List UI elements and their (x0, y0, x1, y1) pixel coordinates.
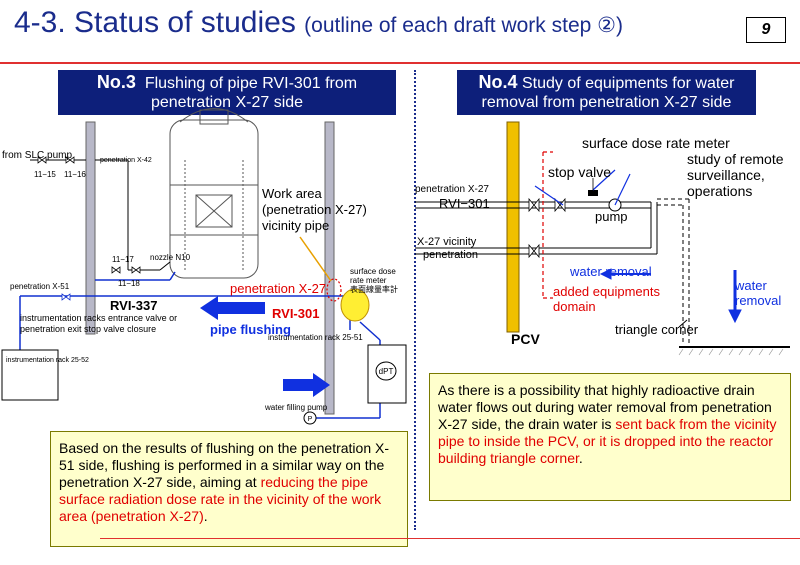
pcv-wall (506, 121, 520, 333)
pcv-wall-left (85, 121, 96, 335)
right-note-text: As there is a possibility that highly ra… (438, 382, 772, 432)
stop-valve-label: stop valve (548, 164, 611, 180)
right-note-end: . (578, 450, 583, 466)
fill-arrow-icon (283, 373, 330, 397)
page-title: 4-3. Status of studies (outline of each … (14, 6, 623, 40)
valve-11-16 (65, 156, 75, 164)
water-removal-label: water removal (569, 264, 652, 279)
added-equipments-line1: added equipments (553, 284, 660, 299)
right-note-box: As there is a possibility that highly ra… (429, 373, 791, 501)
added-equipment-domain (542, 151, 553, 299)
valve-11-15-label: 11−15 (34, 170, 56, 179)
valve-11-18-label: 11−18 (118, 279, 140, 288)
surface-dose-line1: surface dose (350, 267, 396, 276)
dpt-label: dPT (379, 367, 394, 376)
triangle-corner-label: triangle corner (615, 322, 699, 337)
left-heading-line2: penetration X-27 side (150, 94, 304, 111)
penetration-x27-label: penetration X-27 (415, 184, 489, 195)
stop-valve (554, 197, 566, 213)
valve-11-16-label: 11−16 (64, 170, 86, 179)
work-area-line1: Work area (262, 186, 322, 201)
from-slc-pump-label: from SLC pump (2, 150, 72, 161)
right-heading-line2: removal from penetration X-27 side (481, 94, 732, 111)
surface-dose-line2: rate meter (350, 276, 387, 285)
vicinity-line1: X-27 vicinity (417, 236, 477, 248)
penetration-x27-label: penetration X-27 (230, 281, 326, 296)
pcv-wall-right (324, 121, 335, 415)
surface-dose-meter (340, 288, 370, 322)
water-filling-pump (303, 411, 317, 425)
bottom-rule (100, 538, 800, 539)
pump-p-label: P (308, 416, 313, 423)
valve-11-18 (131, 266, 141, 274)
valve-a (528, 197, 540, 213)
work-area-line3: vicinity pipe (262, 218, 329, 233)
pump-label: pump (595, 209, 628, 224)
dose-meter-icon (588, 190, 598, 196)
left-note-text: Based on the results of flushing on the … (59, 440, 389, 490)
rvi-301-label: RVI-301 (272, 306, 319, 321)
reactor-vessel (169, 108, 259, 279)
valve-11-15 (37, 156, 47, 164)
instrumentation-rack-25-52 (1, 349, 59, 401)
valve-b (528, 243, 540, 259)
nozzle-n10-label: nozzle N10 (150, 253, 191, 262)
valve-11-17 (111, 266, 121, 274)
remote-line1: study of remote (687, 151, 784, 167)
dpt-gauge (375, 361, 397, 381)
right-note-highlight: sent back from the vicinity pipe to insi… (438, 416, 777, 466)
water-filling-pump-label: water filling pump (264, 403, 328, 412)
rvi-337-label: RVI-337 (110, 298, 157, 313)
vicinity-line2: penetration (423, 249, 478, 261)
left-panel-heading: No.3 Flushing of pipe RVI-301 from penet… (58, 70, 396, 115)
water-removal-vertical-2: removal (735, 293, 781, 308)
instrumentation-note: instrumentation racks entrance valve or … (20, 313, 178, 334)
entrance-valve (61, 293, 71, 301)
left-note-highlight: reducing the pipe surface radiation dose… (59, 474, 382, 524)
work-area-line2: (penetration X-27) (262, 202, 367, 217)
rvi-301-label: RVI−301 (439, 196, 490, 211)
right-panel-number: No.4 (478, 72, 518, 92)
title-sub: (outline of each draft work step ②) (304, 14, 623, 37)
pcv-label: PCV (511, 331, 540, 347)
panel-divider (414, 70, 416, 530)
remote-line3: operations (687, 183, 752, 199)
surface-dose-jp: 表面線量率計 (350, 284, 398, 294)
title-rule (0, 62, 800, 64)
left-note-box: Based on the results of flushing on the … (50, 431, 408, 547)
flushing-diagram: dPT P from SLC pump 11−15 11−16 penetrat… (1, 108, 407, 425)
left-heading-line1: Flushing of pipe RVI-301 from (144, 75, 358, 92)
water-removal-vertical-1: water (734, 278, 767, 293)
added-equipments-line2: domain (553, 299, 596, 314)
work-area-marker (326, 278, 342, 302)
penetration-x51-label: penetration X-51 (10, 282, 70, 291)
left-note-end: . (203, 508, 208, 524)
work-area-pointer (299, 236, 332, 282)
page-number: 9 (746, 17, 786, 43)
title-main: 4-3. Status of studies (14, 6, 296, 39)
remote-line2: surveillance, (687, 167, 765, 183)
surface-dose-rate-meter-label: surface dose rate meter (582, 135, 730, 151)
pipe-flushing-label: pipe flushing (210, 322, 291, 337)
left-panel-number: No.3 (96, 72, 136, 92)
flushing-arrow-icon (200, 296, 265, 320)
rack-25-52-label: instrumentation rack 25-52 (6, 357, 89, 364)
penetration-x42-label: penetration X-42 (100, 157, 152, 164)
right-panel-heading: No.4 Study of equipments for water remov… (457, 70, 756, 115)
water-removal-diagram: surface dose rate meter stop valve study… (415, 121, 790, 356)
right-heading-line1: Study of equipments for water (521, 75, 735, 92)
valve-11-17-label: 11−17 (112, 255, 134, 264)
rack-25-51-label: instrumentation rack 25-51 (268, 333, 363, 342)
